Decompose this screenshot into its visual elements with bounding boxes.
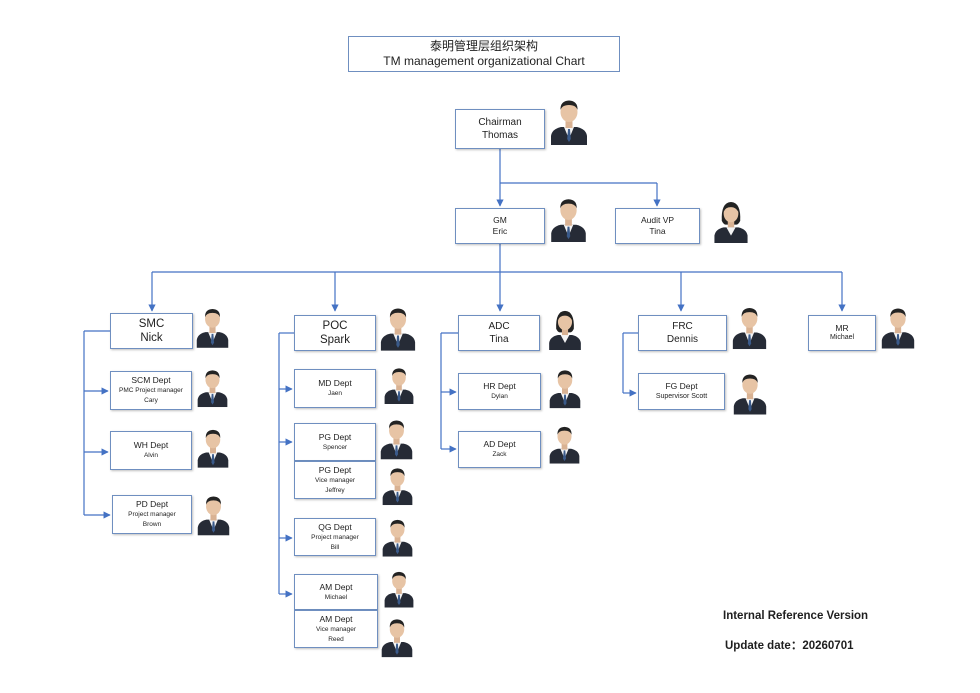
node-frc: FRC Dennis bbox=[638, 315, 727, 351]
node-name: Spark bbox=[319, 334, 351, 346]
node-poc: POC Spark bbox=[294, 315, 376, 351]
person-portrait-icon bbox=[196, 489, 231, 538]
person-portrait-icon bbox=[381, 514, 414, 558]
node-dept: AM Dept bbox=[319, 581, 353, 592]
node-scm-dept: SCM Dept PMC Project manager Cary bbox=[110, 371, 192, 410]
chart-title-box: 泰明管理层组织架构 TM management organizational C… bbox=[348, 36, 620, 72]
person-portrait-icon bbox=[545, 306, 585, 350]
node-name: Nick bbox=[140, 332, 163, 344]
person-portrait-icon bbox=[548, 420, 581, 466]
node-role: Chairman bbox=[478, 117, 522, 128]
node-audit-vp: Audit VP Tina bbox=[615, 208, 700, 244]
node-name: Zack bbox=[492, 451, 507, 458]
node-ad-dept: AD Dept Zack bbox=[458, 431, 541, 468]
node-name: Reed bbox=[328, 635, 344, 643]
node-name: Thomas bbox=[481, 130, 519, 141]
node-pd-dept: PD Dept Project manager Brown bbox=[112, 495, 192, 534]
person-portrait-icon bbox=[196, 423, 230, 470]
node-dept: FG Dept bbox=[665, 381, 698, 391]
node-dept: AD Dept bbox=[483, 439, 516, 449]
node-role: Audit VP bbox=[640, 215, 675, 225]
person-portrait-icon bbox=[381, 463, 414, 506]
node-role: POC bbox=[322, 320, 348, 332]
node-name: Spencer bbox=[322, 443, 348, 451]
node-name: Tina bbox=[489, 334, 509, 345]
node-dept: HR Dept bbox=[483, 381, 516, 391]
node-role: GM bbox=[493, 215, 507, 225]
node-name: Alvin bbox=[143, 452, 159, 459]
node-name: Dennis bbox=[666, 334, 699, 345]
node-pg-dept-1: PG Dept Spencer bbox=[294, 423, 376, 461]
node-smc: SMC Nick bbox=[110, 313, 193, 349]
node-role: Vice manager bbox=[316, 625, 356, 633]
node-role: SMC bbox=[138, 318, 165, 330]
node-dept: PG Dept bbox=[318, 431, 352, 442]
node-role: ADC bbox=[488, 321, 510, 332]
node-dept: WH Dept bbox=[133, 440, 169, 450]
node-am-dept-1: AM Dept Michael bbox=[294, 574, 378, 610]
version-note: Internal Reference Version bbox=[723, 610, 869, 622]
person-portrait-icon bbox=[196, 364, 229, 409]
node-name: Eric bbox=[492, 226, 508, 236]
node-dept: QG Dept bbox=[318, 521, 352, 532]
person-portrait-icon bbox=[880, 302, 916, 350]
node-role: Project manager bbox=[311, 533, 359, 541]
person-portrait-icon bbox=[732, 369, 768, 415]
node-pg-dept-2: PG Dept Vice manager Jeffrey bbox=[294, 461, 376, 499]
node-dept: PD Dept bbox=[135, 499, 169, 509]
node-name: Michael bbox=[324, 593, 348, 601]
node-mr: MR Michael bbox=[808, 315, 876, 351]
node-name: Jaen bbox=[327, 390, 343, 397]
node-name: Jeffrey bbox=[325, 486, 345, 494]
update-date-note: Update date：20260701 bbox=[725, 640, 854, 652]
node-name: Tina bbox=[649, 226, 666, 236]
node-role: FRC bbox=[672, 321, 693, 332]
node-md-dept: MD Dept Jaen bbox=[294, 369, 376, 408]
person-portrait-icon bbox=[549, 194, 588, 242]
person-portrait-icon bbox=[710, 197, 752, 243]
person-portrait-icon bbox=[379, 303, 417, 351]
person-portrait-icon bbox=[731, 302, 768, 350]
node-wh-dept: WH Dept Alvin bbox=[110, 431, 192, 470]
person-portrait-icon bbox=[549, 95, 589, 145]
node-dept: PG Dept bbox=[318, 464, 352, 475]
chart-title-en: TM management organizational Chart bbox=[383, 54, 585, 68]
node-dept: MD Dept bbox=[318, 378, 352, 388]
node-name: Brown bbox=[142, 521, 162, 528]
node-role: MR bbox=[835, 323, 849, 333]
node-dept: SCM Dept bbox=[131, 375, 171, 385]
node-role: Project manager bbox=[128, 511, 176, 518]
node-name: Cary bbox=[144, 397, 158, 404]
node-role: Supervisor Scott bbox=[655, 393, 708, 400]
node-fg-dept: FG Dept Supervisor Scott bbox=[638, 373, 725, 410]
node-role: Vice manager bbox=[315, 476, 355, 484]
person-portrait-icon bbox=[195, 303, 230, 349]
person-portrait-icon bbox=[548, 364, 582, 410]
node-name: Michael bbox=[829, 334, 855, 341]
node-qg-dept: QG Dept Project manager Bill bbox=[294, 518, 376, 556]
node-gm: GM Eric bbox=[455, 208, 545, 244]
node-adc: ADC Tina bbox=[458, 315, 540, 351]
node-dept: AM Dept bbox=[319, 613, 353, 624]
node-hr-dept: HR Dept Dylan bbox=[458, 373, 541, 410]
person-portrait-icon bbox=[383, 362, 415, 406]
node-chairman: Chairman Thomas bbox=[455, 109, 545, 149]
node-name: Bill bbox=[330, 543, 340, 551]
person-portrait-icon bbox=[379, 415, 414, 460]
node-am-dept-2: AM Dept Vice manager Reed bbox=[294, 610, 378, 648]
node-name: Dylan bbox=[491, 393, 508, 400]
person-portrait-icon bbox=[380, 614, 414, 658]
node-role: PMC Project manager bbox=[119, 387, 183, 394]
chart-title-cn: 泰明管理层组织架构 bbox=[429, 39, 538, 53]
person-portrait-icon bbox=[383, 566, 415, 609]
